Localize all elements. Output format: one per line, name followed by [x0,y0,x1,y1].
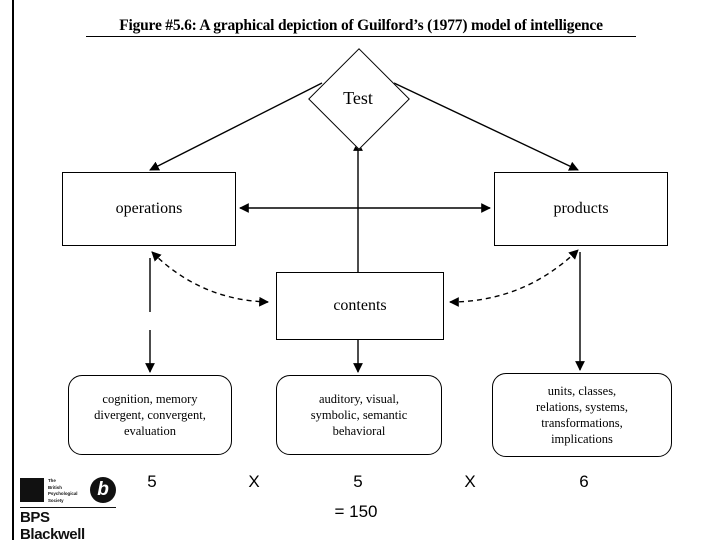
node-contents[interactable]: contents [276,272,444,340]
node-test[interactable]: Test [306,48,410,150]
operations-list-line-2: divergent, convergent, [94,408,206,422]
edge-test-products [393,82,579,171]
logo-society-line-3: Psychological [48,491,78,497]
node-products-list[interactable]: units, classes, relations, systems, tran… [492,373,672,457]
contents-list-line-1: auditory, visual, [318,392,400,406]
bps-crest-icon [20,478,44,502]
logo-society-text: The British Psychological Society [48,478,86,504]
edge-contents-products [449,249,579,307]
logo-society-line-2: British [48,484,62,490]
equation-factor-3: 6 [579,472,589,491]
operations-list-line-3: evaluation [123,424,177,438]
bps-blackwell-logo: The British Psychological Society b BPS … [20,476,116,543]
slide-left-border [12,0,14,540]
equation-total: = 150 [334,502,378,521]
edge-test-operations [149,82,323,171]
equation-factor-1: 5 [147,472,157,491]
logo-divider [20,507,116,509]
figure-title: Figure #5.6: A graphical depiction of Gu… [86,17,636,37]
node-contents-list[interactable]: auditory, visual, symbolic, semantic beh… [276,375,442,455]
contents-list-line-2: symbolic, semantic [310,408,408,422]
edge-operations-contents [151,251,269,307]
equation-operator-1: X [248,472,260,491]
equation-operator-2: X [464,472,476,491]
logo-top-row: The British Psychological Society b [20,476,116,506]
node-operations[interactable]: operations [62,172,236,246]
contents-list-line-3: behavioral [332,424,386,438]
node-operations-list[interactable]: cognition, memory divergent, convergent,… [68,375,232,455]
products-list-line-4: implications [551,432,613,446]
equation-factor-2: 5 [353,472,363,491]
logo-society-line-1: The [48,478,56,483]
logo-society-line-4: Society [48,497,64,503]
blackwell-b-icon: b [90,477,116,503]
products-list-line-3: transformations, [541,416,623,430]
node-test-label: Test [343,87,373,108]
products-list-line-1: units, classes, [547,384,617,398]
products-list-line-2: relations, systems, [535,400,628,414]
operations-list-line-1: cognition, memory [102,392,198,406]
node-products[interactable]: products [494,172,668,246]
logo-wordmark: BPS Blackwell [20,509,85,543]
